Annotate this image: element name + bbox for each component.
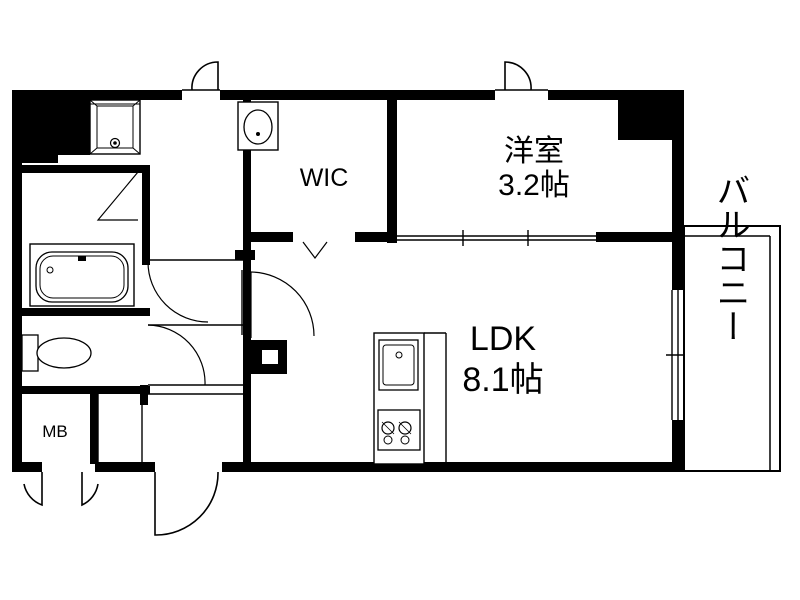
mb-label: MB xyxy=(42,422,68,441)
stove-icon xyxy=(377,409,421,451)
ldk-room-size: 8.1帖 xyxy=(462,361,543,399)
entry-door-top-right xyxy=(495,61,548,91)
wic-label: WIC xyxy=(300,164,349,192)
toilet-icon xyxy=(21,334,92,372)
bathtub-icon xyxy=(29,243,135,307)
western-room-name: 洋室 xyxy=(504,135,564,168)
balcony-label: バルコニー xyxy=(711,173,749,343)
entry-door-top-left xyxy=(182,61,220,91)
kitchen-counter xyxy=(373,332,447,465)
mb-door xyxy=(23,472,99,507)
interior-lines xyxy=(97,230,684,462)
wash-basin-icon xyxy=(237,101,279,151)
interior-doors xyxy=(96,171,328,386)
washer-pan-icon xyxy=(89,99,141,155)
outer-walls xyxy=(12,90,684,472)
western-room-size: 3.2帖 xyxy=(498,169,570,202)
sink-icon xyxy=(378,339,419,391)
pillar-hollow xyxy=(262,350,278,364)
ldk-room-name: LDK xyxy=(470,320,536,358)
balcony xyxy=(683,225,781,472)
front-door xyxy=(154,471,219,536)
